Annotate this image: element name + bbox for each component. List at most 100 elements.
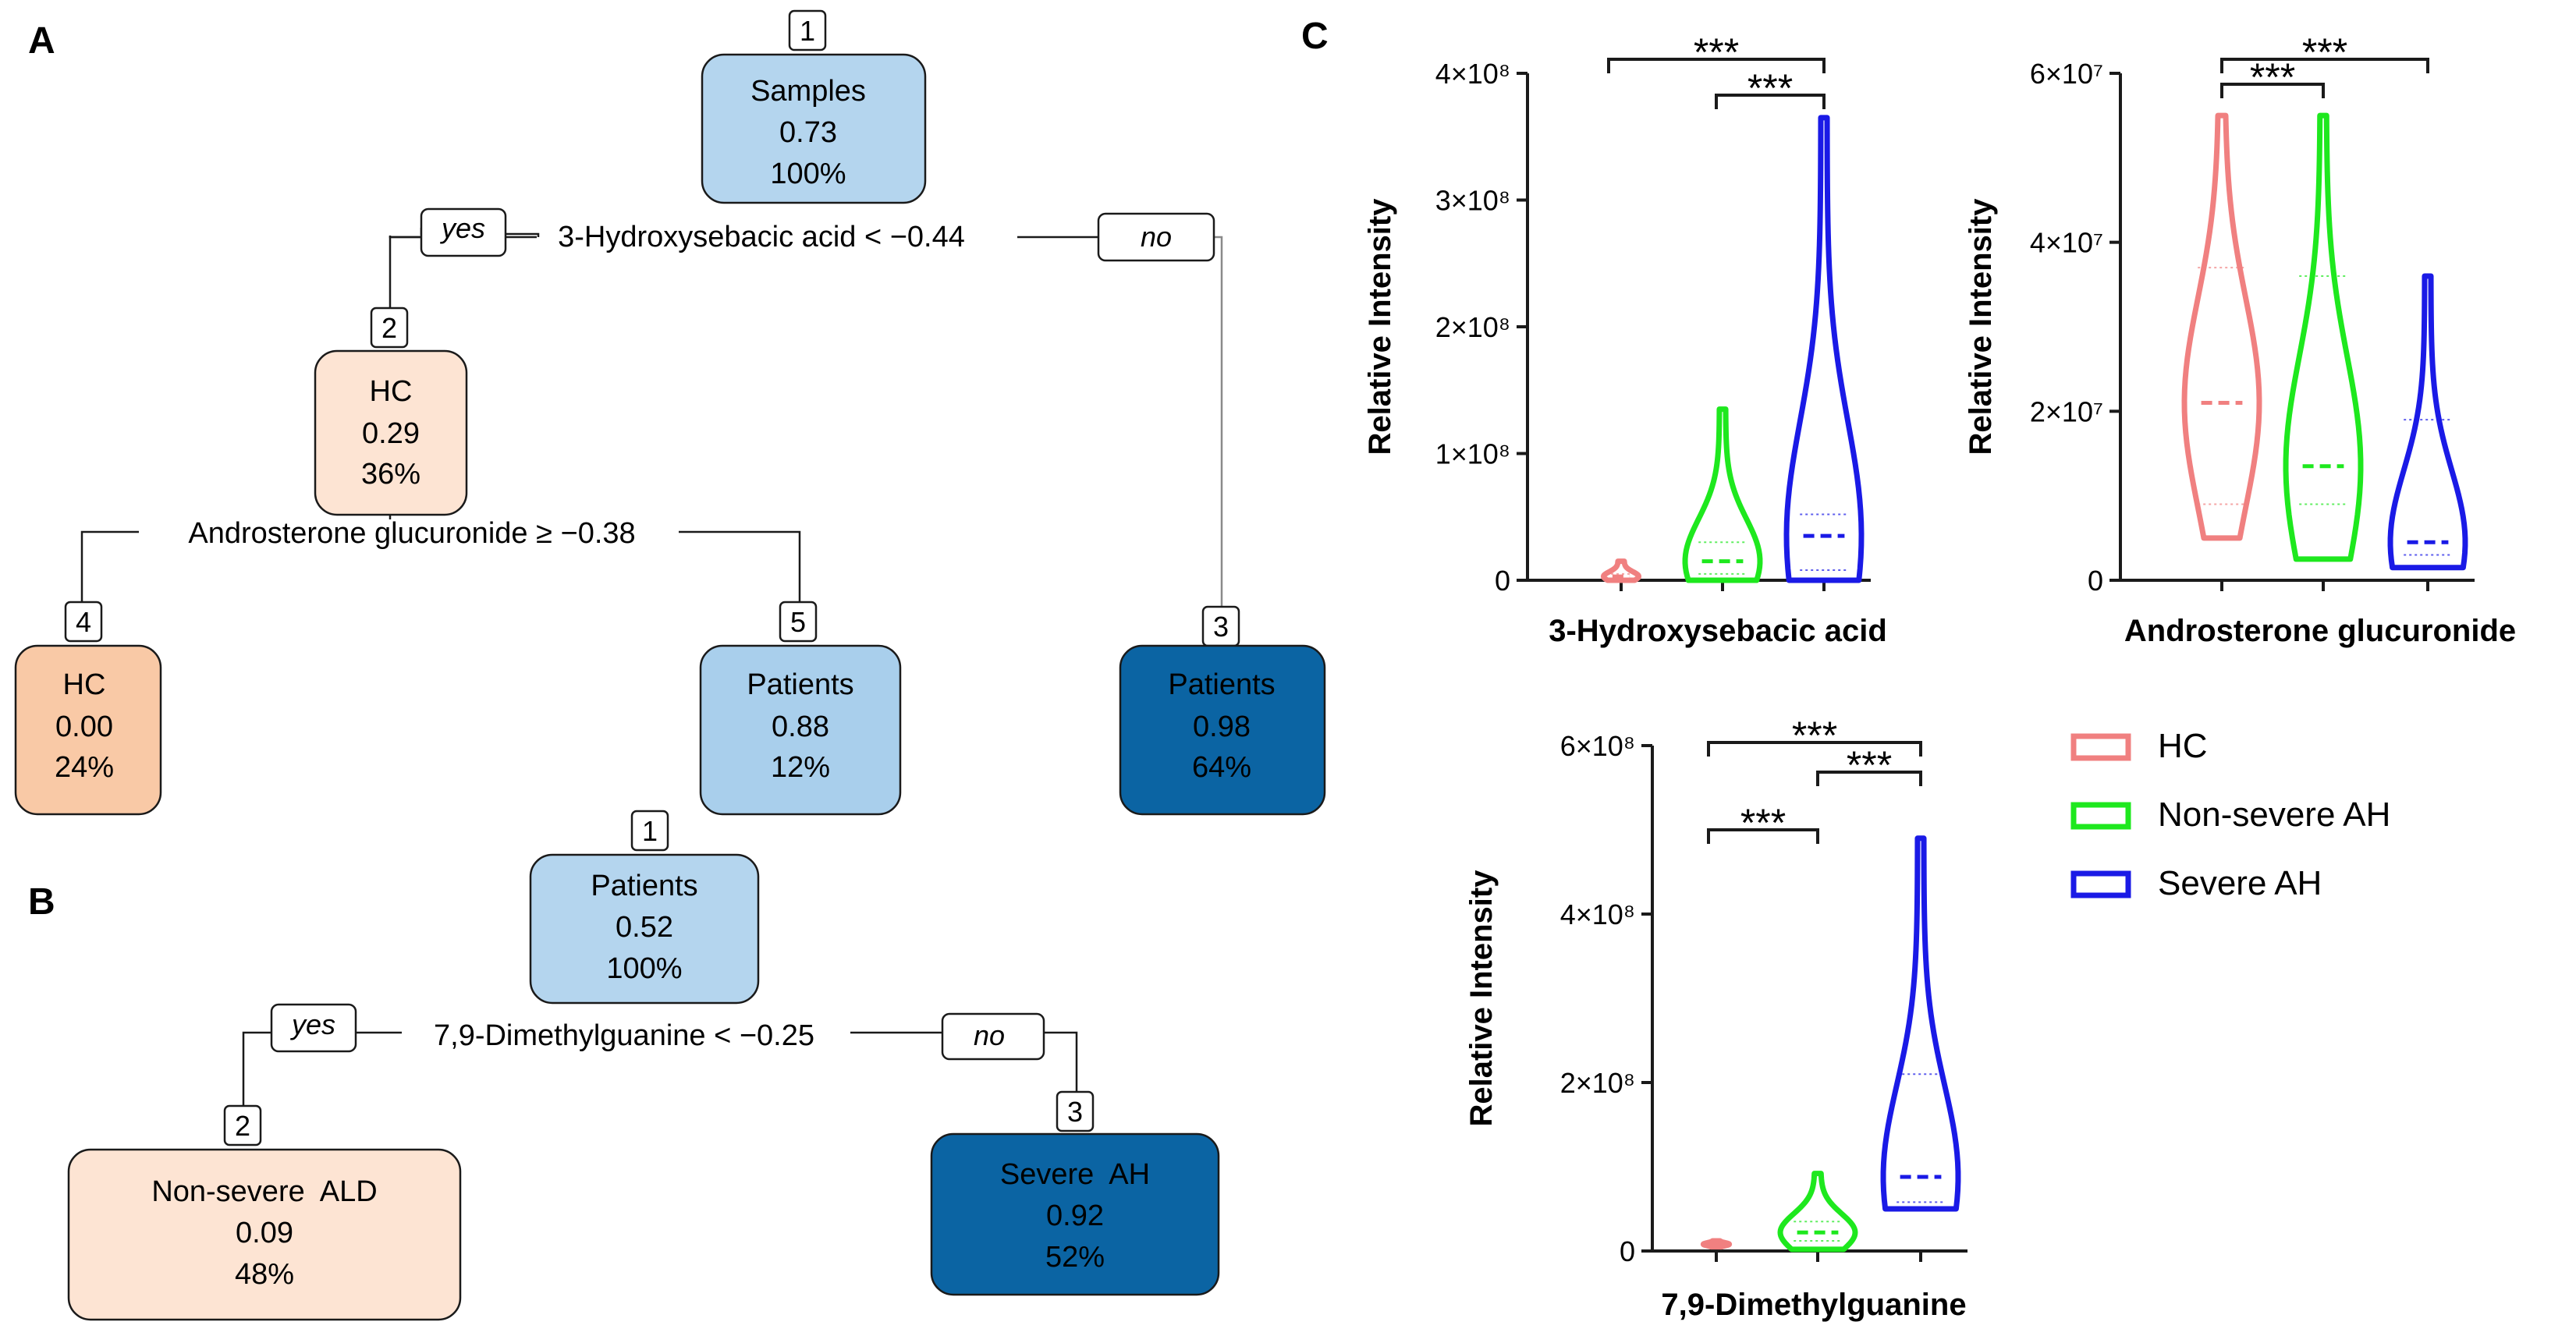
decision-tree-a bbox=[80, 228, 1223, 607]
significance-label: *** bbox=[1740, 801, 1786, 845]
legend-swatch bbox=[2070, 733, 2131, 761]
tree-a-node-id-box bbox=[779, 601, 818, 643]
violin-severe-ah bbox=[1783, 115, 1865, 583]
legend-item-label: Non-severe AH bbox=[2158, 796, 2390, 834]
tree-b-node-id-box bbox=[223, 1104, 262, 1146]
tree-b-node-id: 1 bbox=[642, 815, 658, 847]
violin-non-severe-ah bbox=[2283, 112, 2364, 562]
y-axis-label: Relative Intensity bbox=[1464, 870, 1499, 1127]
tree-a-yes-label: yes bbox=[439, 212, 485, 244]
significance-label: *** bbox=[1694, 30, 1739, 74]
tree-a-split1-label: 3-Hydroxysebacic acid < −0.44 bbox=[558, 221, 965, 253]
y-tick-label: 2×10⁷ bbox=[2030, 395, 2103, 427]
tree-a-node-1 bbox=[701, 53, 927, 204]
y-tick-label: 2×10⁸ bbox=[1560, 1067, 1635, 1099]
y-axis-label: Relative Intensity bbox=[1363, 198, 1397, 455]
tree-a-node-id: 4 bbox=[76, 606, 91, 638]
significance-label: *** bbox=[1747, 66, 1793, 110]
legend-item-label: HC bbox=[2158, 727, 2208, 765]
tree-b-yes-label: yes bbox=[289, 1008, 335, 1040]
tree-a-node-2-label: HC bbox=[370, 375, 413, 408]
tree-b-node-1-label: Patients bbox=[591, 870, 697, 902]
tree-a-node-id: 1 bbox=[800, 15, 815, 47]
significance-label: *** bbox=[2302, 30, 2347, 74]
significance-bracket bbox=[1715, 94, 1826, 109]
tree-a-node-id-box bbox=[370, 307, 409, 349]
significance-bracket bbox=[2220, 58, 2429, 73]
panel-label-b: B bbox=[28, 881, 55, 923]
tree-a-node-1-label: Samples bbox=[750, 75, 866, 108]
significance-label: *** bbox=[1847, 743, 1892, 787]
tree-a-node-3-label: Patients bbox=[1168, 668, 1275, 701]
tree-b-node-2-value: 0.09 bbox=[236, 1217, 293, 1249]
y-tick-label: 3×10⁸ bbox=[1435, 185, 1510, 217]
tree-a-node-5-value: 0.88 bbox=[772, 711, 829, 743]
tree-b-node-1-pct: 100% bbox=[606, 952, 682, 985]
tree-a-node-1-pct: 100% bbox=[770, 158, 846, 190]
tree-b-yes-tag bbox=[270, 1003, 357, 1053]
significance-bracket bbox=[2220, 83, 2325, 98]
edge-a-to-node3 bbox=[1214, 236, 1223, 607]
violin-hc bbox=[2181, 112, 2262, 541]
tree-a-node-5-pct: 12% bbox=[771, 751, 830, 784]
panel-label-a: A bbox=[28, 20, 55, 62]
tree-b-node-3-label: Severe AH bbox=[1000, 1158, 1150, 1191]
tree-b-node-id-box bbox=[630, 810, 669, 852]
y-tick-label: 6×10⁷ bbox=[2030, 58, 2103, 90]
legend-swatch bbox=[2070, 802, 2131, 830]
significance-bracket bbox=[1816, 771, 1922, 786]
significance-label: *** bbox=[1792, 714, 1837, 757]
tree-a-node-5 bbox=[699, 644, 902, 816]
violin-chart-3: 0 2×10⁸ 4×10⁸ 6×10⁸ Relative Intensity 7,9-Di… bbox=[1464, 714, 1967, 1322]
tree-a-node-id: 2 bbox=[381, 312, 397, 344]
y-tick-label: 4×10⁸ bbox=[1560, 898, 1635, 930]
decision-tree-b bbox=[242, 1031, 1078, 1106]
tree-b-node-3-value: 0.92 bbox=[1046, 1200, 1104, 1232]
y-tick-label: 0 bbox=[2088, 565, 2103, 597]
legend-swatch bbox=[2070, 870, 2131, 898]
y-tick-label: 4×10⁷ bbox=[2030, 227, 2103, 259]
tree-a-no-label: no bbox=[1141, 221, 1172, 253]
tree-a-node-4 bbox=[14, 644, 162, 816]
tree-b-node-3 bbox=[930, 1132, 1220, 1296]
y-tick-label: 0 bbox=[1495, 565, 1510, 597]
significance-bracket bbox=[1607, 58, 1826, 73]
tree-a-node-3 bbox=[1119, 644, 1326, 816]
violin-severe-ah bbox=[1880, 835, 1961, 1212]
violin-non-severe-ah bbox=[1682, 406, 1763, 583]
tree-a-node-5-label: Patients bbox=[747, 668, 853, 701]
edge-a-to-node4 bbox=[80, 530, 139, 602]
edge-b-to-node2 bbox=[242, 1031, 271, 1106]
tree-a-node-4-label: HC bbox=[63, 668, 106, 701]
tree-b-node-2-label: Non-severe ALD bbox=[151, 1175, 377, 1208]
tree-b-node-id: 2 bbox=[235, 1110, 250, 1142]
tree-b-node-3-pct: 52% bbox=[1045, 1241, 1105, 1274]
y-tick-label: 4×10⁸ bbox=[1435, 58, 1510, 90]
x-axis-label: Androsterone glucuronide bbox=[2124, 614, 2516, 648]
violin-non-severe-ah bbox=[1777, 1171, 1858, 1253]
significance-bracket bbox=[1707, 741, 1922, 757]
y-tick-label: 0 bbox=[1620, 1235, 1635, 1267]
violin-severe-ah bbox=[2387, 273, 2468, 571]
x-axis-label: 7,9-Dimethylguanine bbox=[1661, 1288, 1966, 1322]
violin-hc bbox=[1700, 1238, 1733, 1250]
tree-a-node-3-pct: 64% bbox=[1192, 751, 1251, 784]
x-axis-label: 3-Hydroxysebacic acid bbox=[1549, 614, 1887, 648]
y-tick-label: 6×10⁸ bbox=[1560, 730, 1635, 762]
legend-item-label: Severe AH bbox=[2158, 864, 2322, 902]
tree-a-node-id-box bbox=[64, 601, 103, 643]
legend: HC Non-severe AH Severe AH bbox=[2070, 727, 2390, 902]
tree-b-no-label: no bbox=[974, 1019, 1005, 1051]
tree-a-node-1-value: 0.73 bbox=[779, 116, 837, 149]
tree-a-node-3-value: 0.98 bbox=[1193, 711, 1251, 743]
tree-b-node-id: 3 bbox=[1067, 1096, 1083, 1128]
tree-a-yes-tag bbox=[420, 207, 507, 257]
y-tick-label: 2×10⁸ bbox=[1435, 311, 1510, 343]
tree-a-split2-label: Androsterone glucuronide ≥ −0.38 bbox=[188, 517, 635, 550]
panel-label-c: C bbox=[1301, 16, 1329, 57]
tree-a-node-id: 3 bbox=[1213, 611, 1229, 643]
tree-b-node-id-box bbox=[1056, 1090, 1095, 1132]
tree-a-node-4-pct: 24% bbox=[55, 751, 114, 784]
